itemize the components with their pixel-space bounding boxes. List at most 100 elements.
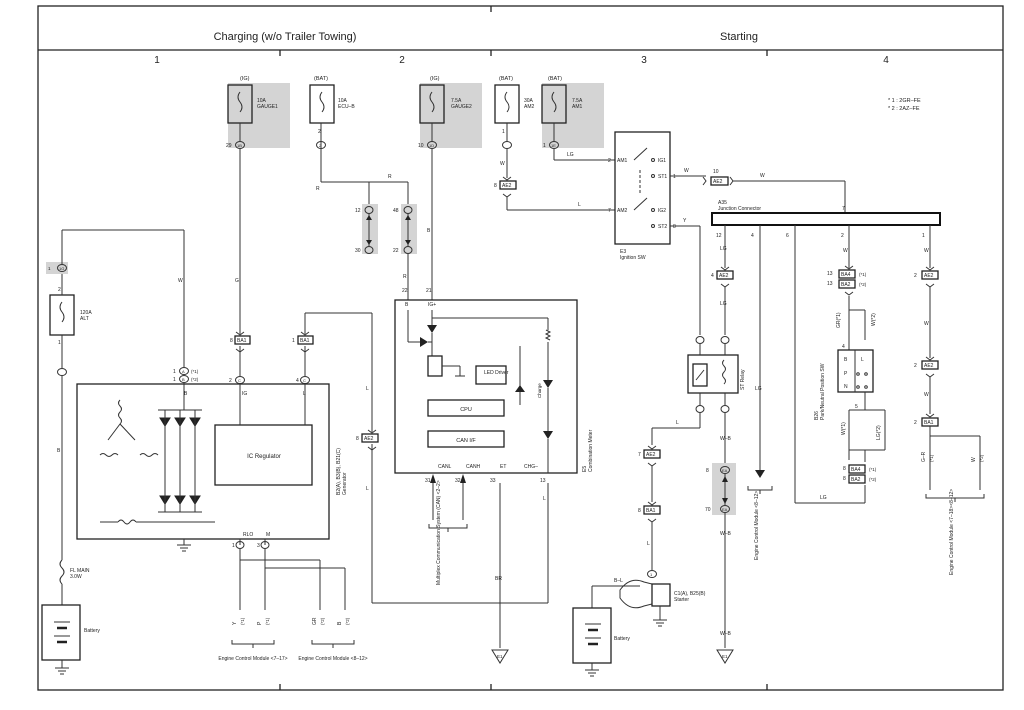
wire-b-meter: B bbox=[427, 228, 431, 234]
svg-text:BA1: BA1 bbox=[300, 338, 310, 344]
svg-text:32: 32 bbox=[455, 478, 461, 484]
svg-text:GAUGE2: GAUGE2 bbox=[451, 104, 472, 110]
svg-text:2: 2 bbox=[58, 287, 61, 293]
column-2-label: 2 bbox=[399, 55, 405, 66]
svg-text:Battery: Battery bbox=[84, 628, 100, 634]
svg-text:1: 1 bbox=[502, 129, 505, 135]
svg-text:13: 13 bbox=[540, 478, 546, 484]
svg-text:13: 13 bbox=[827, 271, 833, 277]
svg-text:10A: 10A bbox=[338, 98, 348, 104]
ecm-module-2: Engine Control Module <8–12> bbox=[298, 656, 367, 662]
svg-text:EA: EA bbox=[722, 468, 728, 473]
conn-ba1-relay: 8 BA1 bbox=[638, 501, 661, 523]
svg-text:C: C bbox=[238, 378, 241, 383]
svg-text:AE2: AE2 bbox=[502, 183, 512, 189]
svg-text:21: 21 bbox=[426, 288, 432, 294]
svg-text:Ignition SW: Ignition SW bbox=[620, 255, 646, 261]
svg-text:IG2: IG2 bbox=[658, 208, 666, 214]
svg-text:AE2: AE2 bbox=[924, 273, 934, 279]
legend-note-2: * 2 : 2AZ–FE bbox=[888, 106, 920, 112]
conn-ae2-am2: 8 AE2 bbox=[494, 176, 517, 198]
conn-ae2-relay: 7 AE2 bbox=[638, 445, 661, 467]
column-3-label: 3 bbox=[641, 55, 647, 66]
svg-text:M: M bbox=[266, 532, 270, 538]
wire-l-relay: L bbox=[676, 420, 679, 426]
starting-title: Starting bbox=[720, 31, 758, 43]
svg-text:AE2: AE2 bbox=[646, 452, 656, 458]
svg-text:AE2: AE2 bbox=[364, 436, 374, 442]
svg-text:31: 31 bbox=[425, 478, 431, 484]
svg-text:B: B bbox=[182, 377, 185, 382]
legend-note-1: * 1 : 2GR–FE bbox=[888, 98, 921, 104]
wire-wb-ea: W–B bbox=[720, 531, 732, 537]
svg-text:B: B bbox=[844, 357, 848, 363]
svg-text:1: 1 bbox=[173, 369, 176, 375]
wire-l-starter: L bbox=[647, 541, 650, 547]
fl-main-label: FL MAIN bbox=[70, 568, 90, 574]
conn-ea: 8 EA 70 EA bbox=[705, 463, 736, 515]
svg-text:Battery: Battery bbox=[614, 636, 630, 642]
svg-text:BA2: BA2 bbox=[851, 477, 861, 483]
svg-text:B26: B26 bbox=[814, 411, 820, 420]
fuse-gauge2: (IG) 7.5A GAUGE2 10 1D bbox=[418, 76, 482, 149]
junction-connector: A35 Junction Connector 12 4 6 2 1 7 bbox=[711, 200, 941, 239]
conn-ae2-jc12: 4 AE2 bbox=[711, 266, 734, 288]
svg-text:RLO: RLO bbox=[243, 532, 253, 538]
svg-text:ST Relay: ST Relay bbox=[740, 369, 746, 390]
svg-text:2: 2 bbox=[914, 363, 917, 369]
ecm-pin-w-right: W bbox=[971, 457, 977, 462]
svg-text:A: A bbox=[182, 369, 185, 374]
svg-text:B2(A), B3(B), B21(C): B2(A), B3(B), B21(C) bbox=[336, 448, 342, 495]
wire-br: BR bbox=[495, 576, 502, 582]
svg-text:4: 4 bbox=[842, 344, 845, 350]
ecm-module-3: Engine Control Module <8–12> bbox=[754, 491, 760, 560]
svg-text:7: 7 bbox=[638, 452, 641, 458]
ground-e1-right: E1 bbox=[722, 654, 728, 659]
conn-ba4-ba2-bot: 8 BA4 (*1) 8 BA2 (*2) bbox=[843, 464, 877, 484]
svg-text:29: 29 bbox=[226, 143, 232, 149]
fl-main-size: 3.0W bbox=[70, 574, 82, 580]
svg-text:2: 2 bbox=[914, 273, 917, 279]
svg-text:(*2): (*2) bbox=[869, 477, 877, 482]
generator: IC Regulator B2(A), B3(B), B21(C) Genera… bbox=[76, 383, 348, 552]
svg-text:7.5A: 7.5A bbox=[572, 98, 583, 104]
svg-text:(*1): (*1) bbox=[869, 467, 877, 472]
svg-text:1B: 1B bbox=[237, 143, 242, 148]
svg-text:BA4: BA4 bbox=[841, 272, 851, 278]
svg-text:12: 12 bbox=[355, 208, 361, 214]
ecm-pin-gr: GR bbox=[312, 617, 318, 625]
svg-text:ET: ET bbox=[500, 464, 506, 470]
svg-text:AE2: AE2 bbox=[924, 363, 934, 369]
svg-text:2: 2 bbox=[229, 378, 232, 384]
svg-text:IG1: IG1 bbox=[658, 158, 666, 164]
wire-w-top: W bbox=[760, 173, 765, 179]
wire-lg-relay: LG bbox=[720, 301, 727, 307]
svg-text:Combination Meter: Combination Meter bbox=[588, 429, 594, 472]
svg-text:8: 8 bbox=[230, 338, 233, 344]
svg-text:BA1: BA1 bbox=[237, 338, 247, 344]
wire-w-pnp2: W(*1) bbox=[841, 422, 847, 435]
wire-w-right2: W bbox=[924, 392, 929, 398]
svg-text:8: 8 bbox=[638, 508, 641, 514]
svg-text:8: 8 bbox=[706, 468, 709, 474]
ground-e1-left: E1 bbox=[497, 654, 503, 659]
svg-text:ST1: ST1 bbox=[658, 174, 667, 180]
svg-text:120A: 120A bbox=[80, 310, 92, 316]
svg-text:1: 1 bbox=[673, 174, 676, 180]
svg-text:ST2: ST2 bbox=[658, 224, 667, 230]
wire-r-top: R bbox=[388, 174, 392, 180]
svg-text:C1(A), B25(B): C1(A), B25(B) bbox=[674, 591, 706, 597]
fuse-ecu-b: (BAT) 10A ECU–B 2 2 bbox=[309, 76, 355, 149]
svg-text:Junction Connector: Junction Connector bbox=[718, 206, 761, 212]
combination-meter: 22 21 B IG+ LED Driver CPU CAN I/F Charg… bbox=[394, 288, 594, 484]
charging-title: Charging (w/o Trailer Towing) bbox=[214, 31, 357, 43]
svg-text:8: 8 bbox=[843, 466, 846, 472]
svg-text:(IG): (IG) bbox=[430, 76, 440, 82]
svg-text:33: 33 bbox=[490, 478, 496, 484]
svg-text:CANH: CANH bbox=[466, 464, 481, 470]
svg-text:LED Driver: LED Driver bbox=[484, 370, 509, 376]
svg-text:B: B bbox=[184, 391, 188, 397]
wire-b-left: B bbox=[57, 448, 61, 454]
mux-module: Multiplex Communication System (CAN) <2–… bbox=[436, 480, 442, 585]
